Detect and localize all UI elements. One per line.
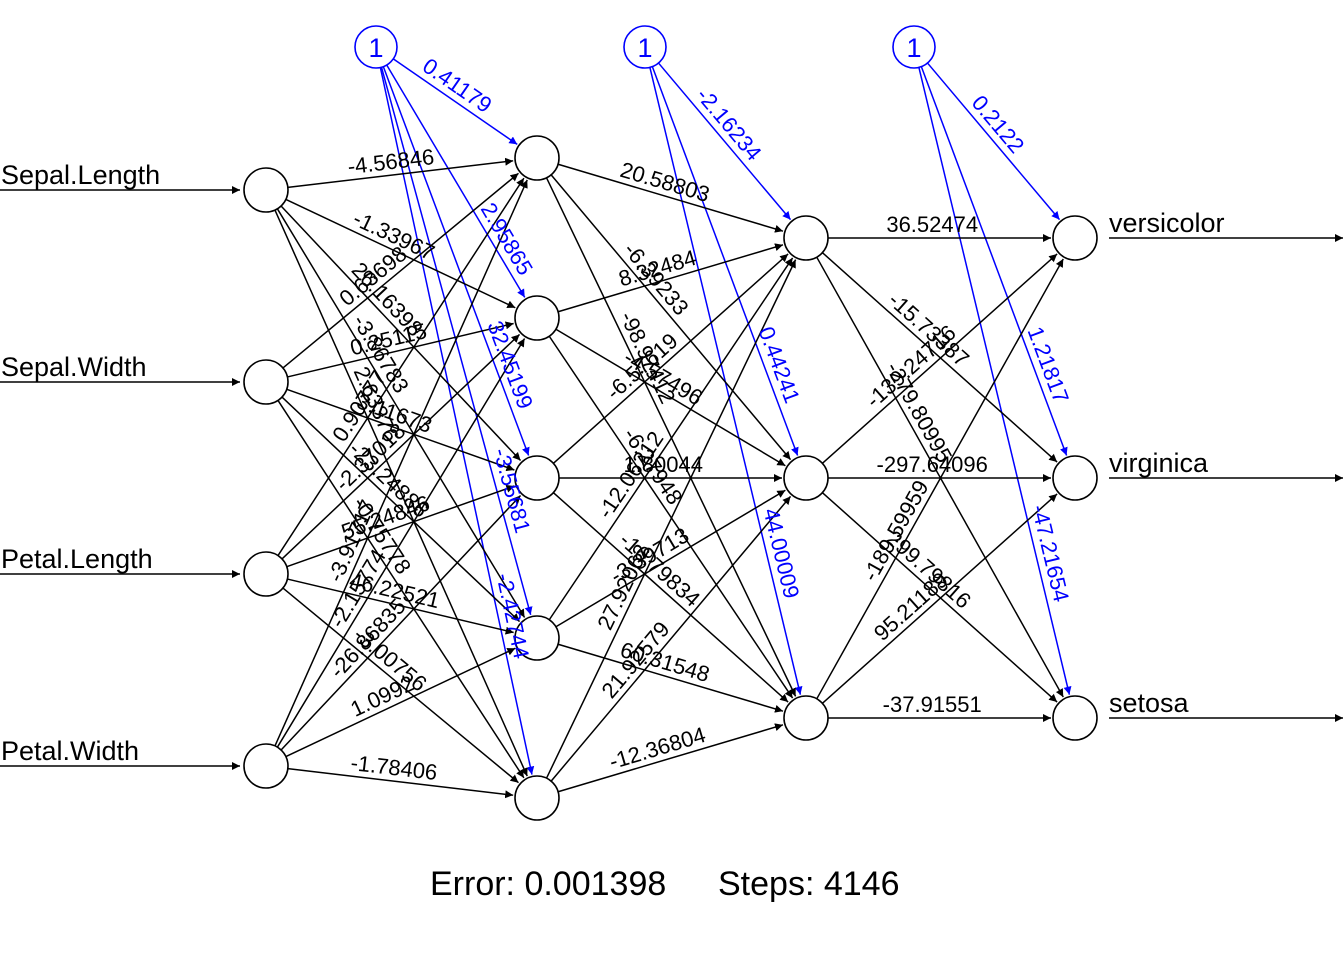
weight-edge bbox=[280, 205, 522, 462]
hidden2-node bbox=[783, 215, 829, 261]
bias-edge bbox=[386, 64, 526, 298]
weight-edge bbox=[277, 177, 525, 556]
weight-edge bbox=[550, 495, 792, 782]
bias-weight-label: -47.21654 bbox=[1027, 502, 1074, 604]
weight-edge bbox=[821, 493, 1058, 704]
weight-edge bbox=[557, 643, 784, 713]
weight-label: 1.80044 bbox=[623, 452, 703, 477]
bias-weight-label: 44.00009 bbox=[759, 506, 805, 601]
bias-weight-label: 1.21817 bbox=[1023, 323, 1074, 406]
bias-node-label: 1 bbox=[637, 33, 652, 63]
weight-edge bbox=[287, 578, 514, 635]
bias-node bbox=[892, 25, 936, 69]
weight-label: -4.56846 bbox=[346, 144, 435, 179]
weight-edge bbox=[821, 492, 1058, 703]
weight-edge bbox=[277, 400, 525, 779]
hidden1-node bbox=[514, 775, 560, 821]
weight-edge bbox=[821, 253, 1058, 464]
output-node bbox=[1052, 695, 1098, 741]
bias-node-label: 1 bbox=[906, 33, 921, 63]
bias-weight-label: -2.16234 bbox=[691, 83, 766, 166]
weight-edge bbox=[285, 647, 516, 758]
weight-edge bbox=[287, 321, 514, 378]
weight-edge bbox=[276, 208, 526, 618]
input-label: Sepal.Width bbox=[1, 352, 147, 382]
input-node bbox=[243, 359, 289, 405]
output-label: virginica bbox=[1109, 448, 1209, 478]
weight-edge bbox=[286, 484, 515, 568]
weight-edge bbox=[274, 209, 528, 777]
weight-edge bbox=[821, 252, 1058, 463]
weight-edge bbox=[287, 767, 514, 799]
bias-edge bbox=[651, 66, 799, 456]
weight-edge bbox=[276, 338, 526, 748]
input-node bbox=[243, 167, 289, 213]
bias-weight-label: 0.44241 bbox=[754, 323, 805, 406]
input-node bbox=[243, 743, 289, 789]
weight-edge bbox=[548, 257, 794, 621]
weight-edge bbox=[282, 172, 519, 369]
weight-label: 20.58803 bbox=[618, 157, 713, 207]
weight-edge bbox=[286, 388, 515, 472]
hidden2-node bbox=[783, 695, 829, 741]
bias-node bbox=[354, 25, 398, 69]
weight-edge bbox=[274, 179, 528, 747]
bias-node-label: 1 bbox=[368, 33, 383, 63]
error-label: Error: 0.001398 bbox=[430, 865, 666, 903]
bias-edges bbox=[379, 58, 1072, 775]
weight-edge bbox=[280, 494, 522, 751]
weight-label: -37.91551 bbox=[883, 692, 982, 717]
weight-edge bbox=[816, 256, 1064, 698]
bias-edge bbox=[382, 66, 530, 456]
bias-node bbox=[623, 25, 667, 69]
bias-edge bbox=[657, 62, 792, 221]
weight-edge bbox=[285, 198, 516, 309]
weight-edges bbox=[274, 157, 1064, 799]
weight-edge bbox=[281, 333, 521, 560]
bias-edge bbox=[379, 67, 535, 775]
steps-label: Steps: 4146 bbox=[718, 865, 899, 903]
weight-label: -297.64096 bbox=[877, 452, 988, 477]
weight-edge bbox=[552, 253, 789, 464]
hidden1-node bbox=[514, 615, 560, 661]
bias-edge bbox=[926, 62, 1061, 221]
hidden1-node bbox=[514, 455, 560, 501]
hidden2-node bbox=[783, 455, 829, 501]
output-label: setosa bbox=[1109, 688, 1190, 718]
bias-edge bbox=[920, 66, 1068, 456]
input-label: Petal.Width bbox=[1, 736, 139, 766]
weight-label: -1.78406 bbox=[349, 750, 438, 785]
weight-edge bbox=[557, 163, 784, 233]
weight-labels: -4.56846-1.3396726.16398-3.867832.633760… bbox=[322, 53, 1074, 785]
input-label: Petal.Length bbox=[1, 544, 153, 574]
weight-edge bbox=[557, 723, 784, 793]
weight-edge bbox=[555, 328, 786, 467]
output-node bbox=[1052, 455, 1098, 501]
input-output-lines: Sepal.LengthSepal.WidthPetal.LengthPetal… bbox=[0, 160, 1343, 770]
weight-label: 36.52474 bbox=[886, 212, 978, 237]
input-label: Sepal.Length bbox=[1, 160, 160, 190]
weight-edge bbox=[548, 335, 794, 699]
weight-edge bbox=[557, 243, 784, 313]
hidden1-node bbox=[514, 295, 560, 341]
output-label: versicolor bbox=[1109, 208, 1225, 238]
weight-label: -12.36804 bbox=[606, 722, 708, 774]
output-node bbox=[1052, 215, 1098, 261]
weight-edge bbox=[550, 174, 792, 461]
weight-edge bbox=[816, 258, 1064, 700]
bias-weight-label: 0.41179 bbox=[418, 53, 496, 118]
weight-edge bbox=[552, 492, 789, 703]
weight-edge bbox=[545, 177, 797, 697]
weight-edge bbox=[545, 259, 797, 779]
input-node bbox=[243, 551, 289, 597]
nodes: 1 1 1 bbox=[243, 25, 1098, 821]
weight-edge bbox=[555, 489, 786, 628]
weight-edge bbox=[287, 157, 514, 189]
weight-edge bbox=[281, 396, 521, 623]
hidden1-node bbox=[514, 135, 560, 181]
bias-edge bbox=[392, 58, 518, 145]
weight-label: 1.0992 bbox=[347, 670, 419, 721]
weight-edge bbox=[282, 587, 519, 784]
